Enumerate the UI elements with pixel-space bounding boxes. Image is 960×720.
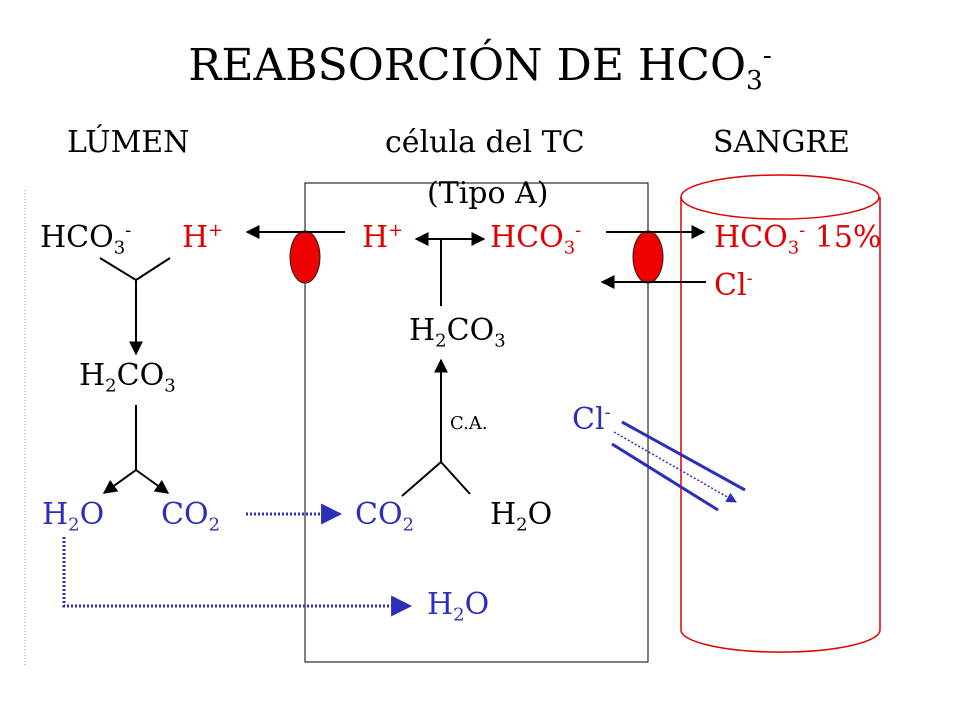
cl-channel-line-1 bbox=[621, 420, 746, 492]
h2o-diffusion-path bbox=[62, 537, 413, 617]
lumen-co2: CO2 bbox=[161, 497, 221, 536]
ca-join-right bbox=[440, 461, 471, 495]
lumen-split-left bbox=[102, 469, 137, 494]
page-title: REABSORCIÓN DE HCO3- bbox=[188, 40, 772, 97]
cell-co2: CO2 bbox=[355, 497, 415, 536]
cell-cl-minus: Cl- bbox=[572, 402, 611, 437]
carbonic-anhydrase-label: C.A. bbox=[450, 413, 488, 434]
lumen-h2o: H2O bbox=[42, 497, 105, 536]
lumen-h-plus: H+ bbox=[182, 220, 224, 255]
lumen-join-left bbox=[99, 257, 137, 281]
cell-h2o: H2O bbox=[490, 497, 553, 536]
cell-box bbox=[304, 182, 649, 663]
ca-join-left bbox=[401, 461, 442, 497]
lumen-h2co3: H2CO3 bbox=[79, 358, 176, 397]
cell-h2co3: H2CO3 bbox=[409, 313, 506, 352]
lumen-hco3: HCO3- bbox=[40, 220, 132, 259]
cell-h-plus: H+ bbox=[362, 220, 404, 255]
basolateral-exchanger bbox=[632, 230, 664, 284]
cl-channel-line-2 bbox=[611, 442, 719, 512]
lumen-header: LÚMEN bbox=[67, 125, 190, 160]
cell-header: célula del TC bbox=[385, 125, 585, 160]
cell-h2o-reabsorbed: H2O bbox=[427, 587, 490, 626]
blood-header: SANGRE bbox=[713, 125, 850, 160]
blood-hco3: HCO3- 15% bbox=[714, 220, 882, 259]
lumen-join-right bbox=[135, 257, 171, 281]
cell-hco3: HCO3- bbox=[490, 220, 582, 259]
lumen-split-right bbox=[135, 469, 170, 494]
apical-h-pump bbox=[289, 230, 321, 284]
blood-cl-minus: Cl- bbox=[714, 268, 753, 303]
blood-vessel-cylinder bbox=[680, 174, 881, 653]
cl-exit-arrow bbox=[613, 431, 737, 503]
cell-type-label: (Tipo A) bbox=[427, 176, 549, 211]
